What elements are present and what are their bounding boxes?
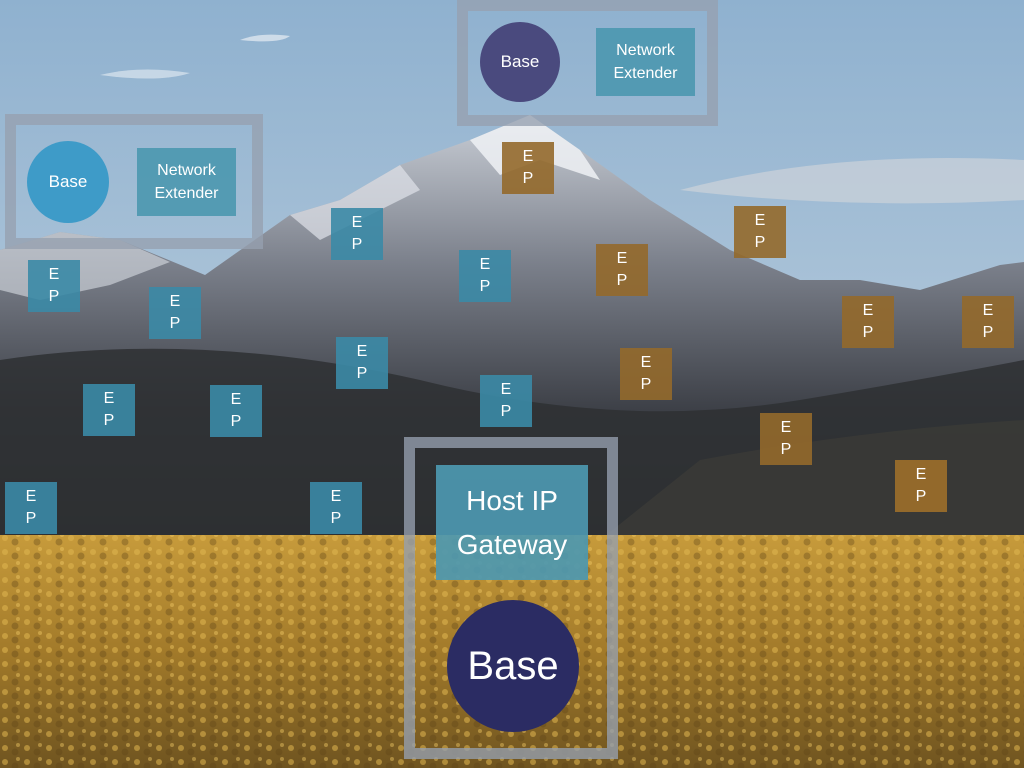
endpoint-letter-p: P: [351, 236, 363, 253]
endpoint-letter-e: E: [754, 212, 766, 229]
endpoint-letter-p: P: [500, 403, 512, 420]
extender-left-group-frame: [5, 114, 263, 249]
endpoint-letter-e: E: [500, 381, 512, 398]
endpoint-letter-e: E: [330, 488, 342, 505]
extender-top-group-frame: [457, 0, 718, 126]
endpoint-letter-p: P: [862, 324, 874, 341]
endpoint-letter-e: E: [862, 302, 874, 319]
endpoint-letter-p: P: [780, 441, 792, 458]
endpoint-letter-p: P: [982, 324, 994, 341]
endpoint-letter-e: E: [522, 148, 534, 165]
endpoint-letter-e: E: [25, 488, 37, 505]
endpoint-letter-e: E: [169, 293, 181, 310]
endpoint-letter-e: E: [351, 214, 363, 231]
endpoint-letter-e: E: [48, 266, 60, 283]
extender-top-base-circle: Base: [480, 22, 560, 102]
host-gateway-group-frame: [404, 437, 618, 759]
endpoint-letter-p: P: [356, 365, 368, 382]
endpoint-letter-e: E: [982, 302, 994, 319]
endpoint-letter-e: E: [356, 343, 368, 360]
extender-left-base-circle: Base: [27, 141, 109, 223]
extender-left-network-extender-box: Network Extender: [137, 148, 236, 216]
endpoint-letter-p: P: [479, 278, 491, 295]
endpoint-letter-p: P: [522, 170, 534, 187]
endpoint-letter-p: P: [915, 488, 927, 505]
endpoint-letter-p: P: [330, 510, 342, 527]
endpoint-letter-e: E: [780, 419, 792, 436]
endpoint-letter-e: E: [616, 250, 628, 267]
endpoint-letter-p: P: [640, 376, 652, 393]
endpoint-letter-p: P: [48, 288, 60, 305]
endpoint-letter-e: E: [230, 391, 242, 408]
endpoint-letter-p: P: [169, 315, 181, 332]
endpoint-letter-e: E: [915, 466, 927, 483]
endpoint-letter-e: E: [479, 256, 491, 273]
host-base-circle: Base: [447, 600, 579, 732]
endpoint-letter-e: E: [640, 354, 652, 371]
endpoint-letter-p: P: [103, 412, 115, 429]
endpoint-letter-e: E: [103, 390, 115, 407]
extender-top-network-extender-box: Network Extender: [596, 28, 695, 96]
host-ip-gateway-box: Host IP Gateway: [436, 465, 588, 580]
endpoint-letter-p: P: [230, 413, 242, 430]
endpoint-letter-p: P: [25, 510, 37, 527]
endpoint-letter-p: P: [616, 272, 628, 289]
endpoint-letter-p: P: [754, 234, 766, 251]
